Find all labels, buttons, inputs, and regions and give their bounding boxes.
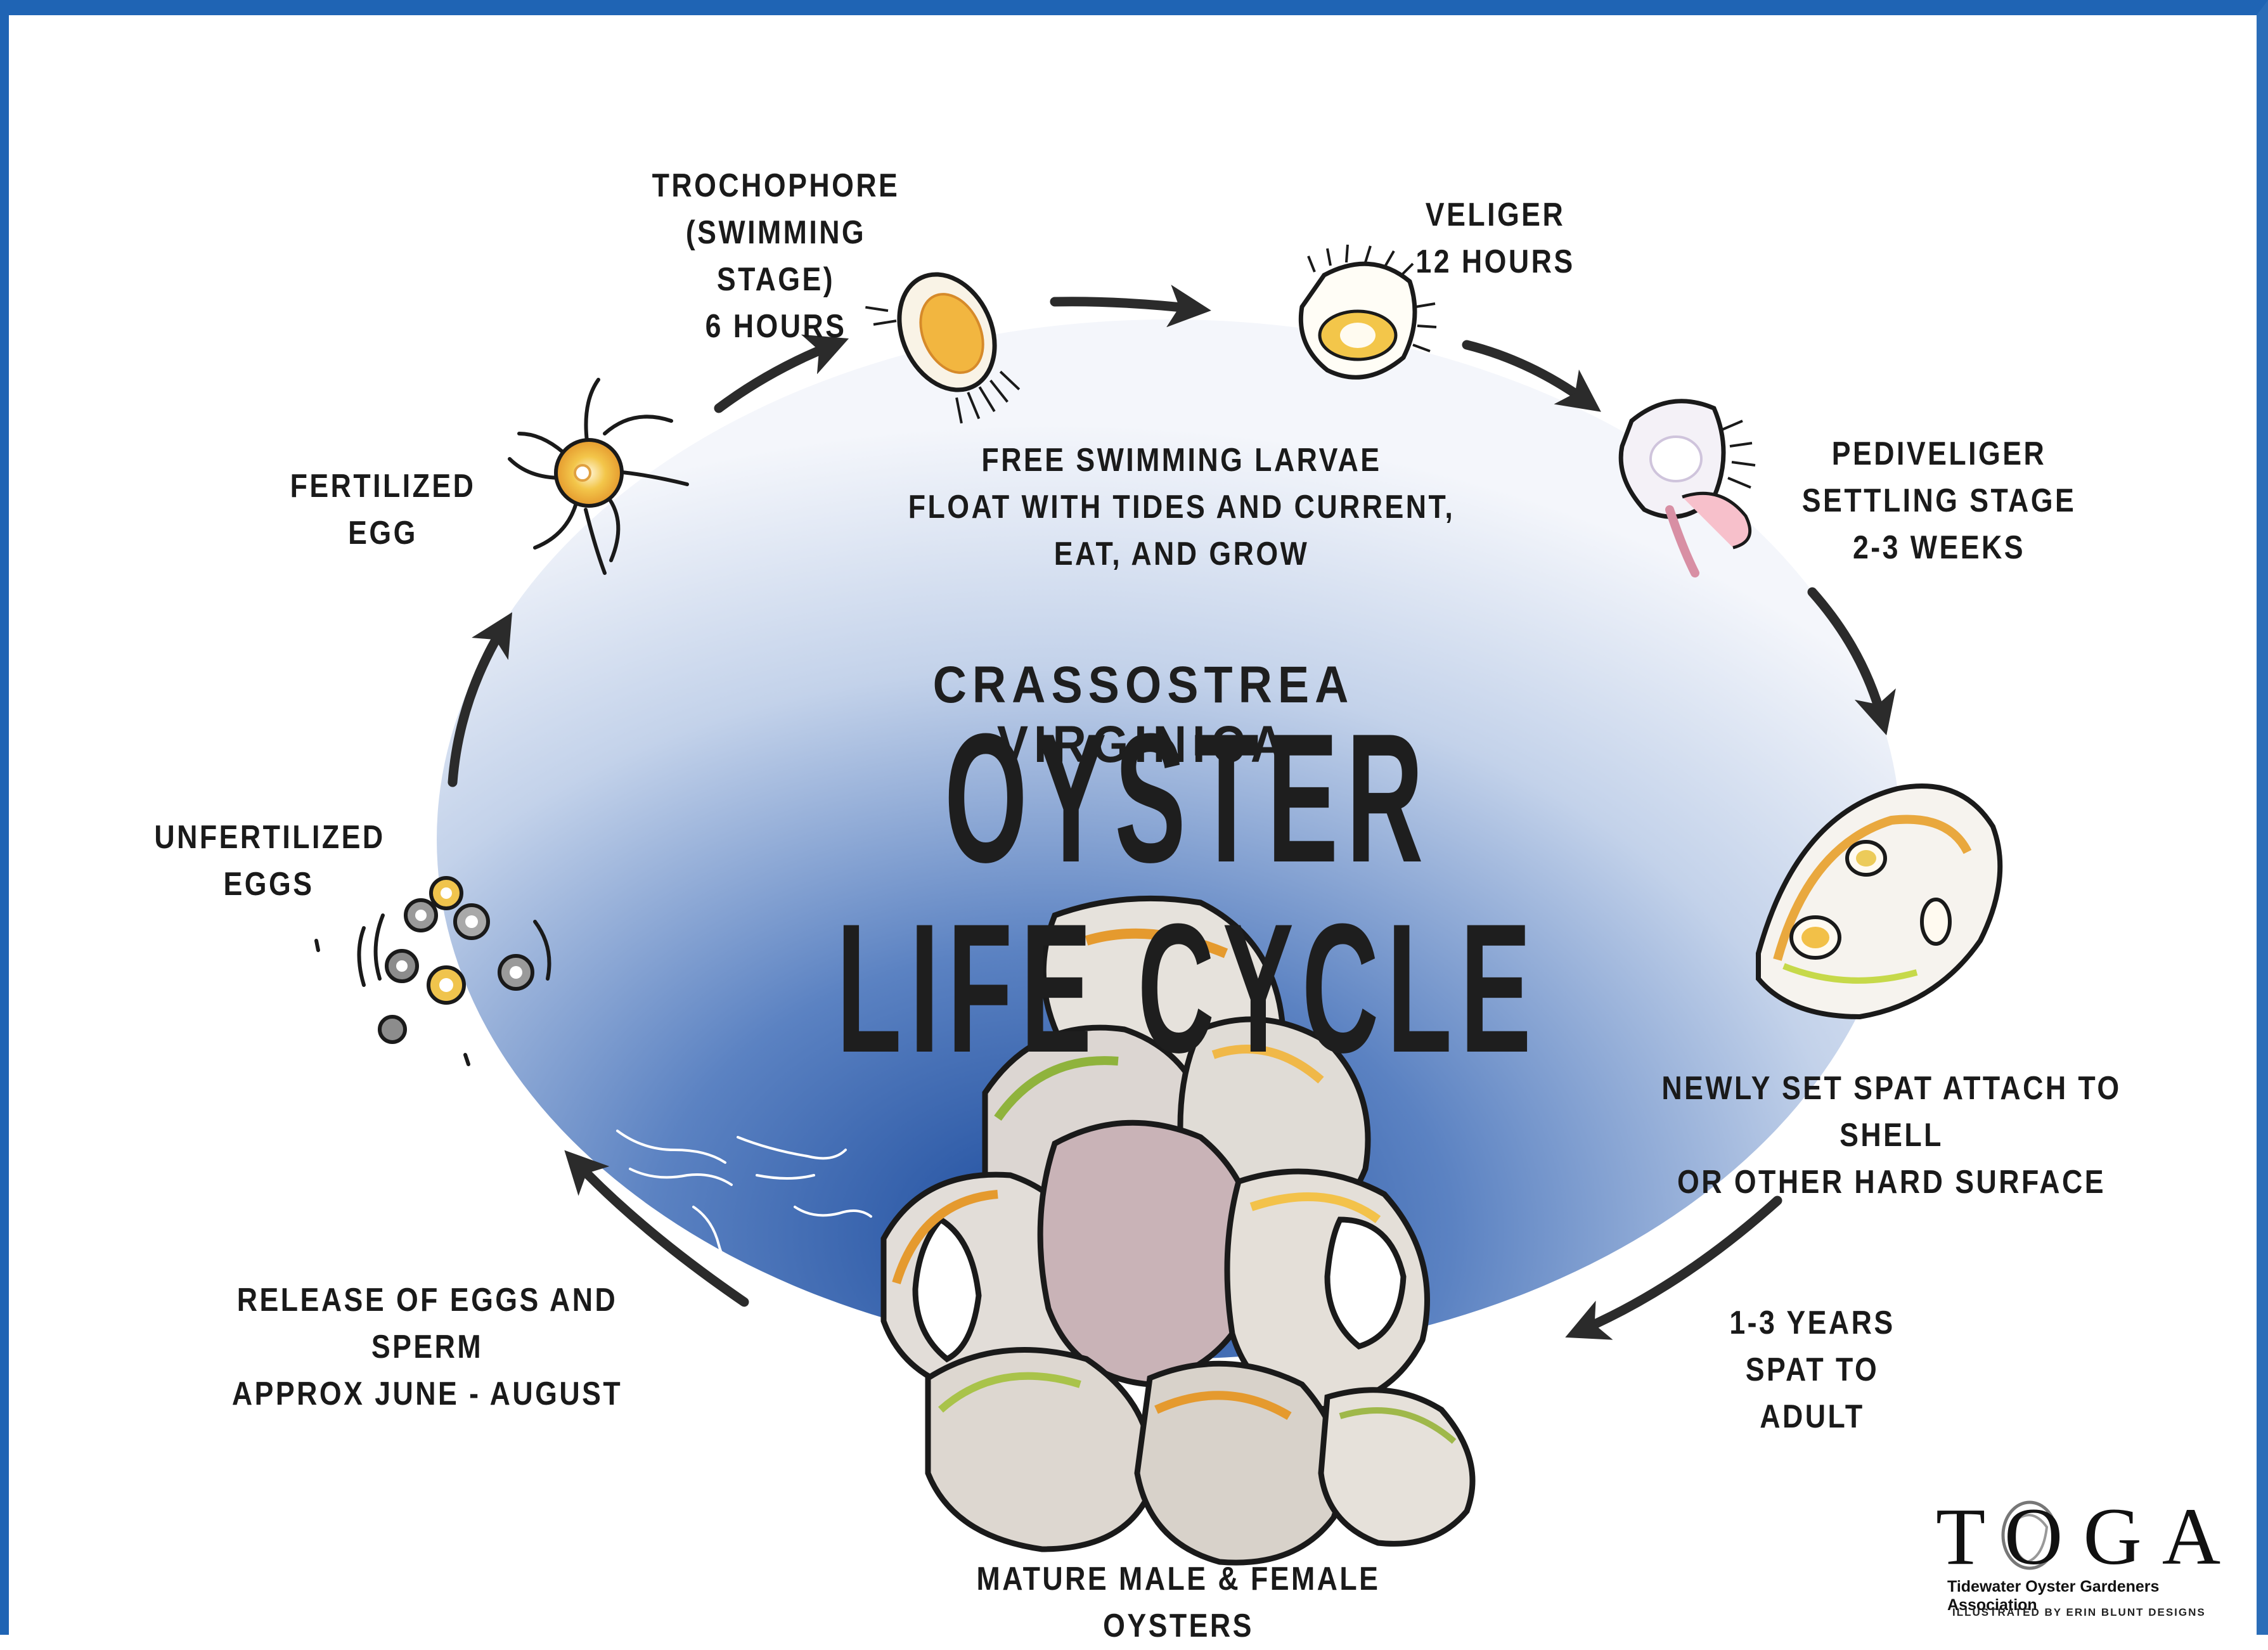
- label-free-swimming-larvae: FREE SWIMMING LARVAE FLOAT WITH TIDES AN…: [882, 437, 1481, 577]
- toga-logo-letters: TOGA: [1936, 1492, 2241, 1582]
- label-pediveliger: PEDIVELIGER SETTLING STAGE 2-3 WEEKS: [1794, 430, 2084, 571]
- toga-logo: TOGA: [1936, 1492, 2202, 1581]
- label-trochophore: TROCHOPHORE (SWIMMING STAGE) 6 HOURS: [623, 162, 929, 350]
- label-release-eggs-sperm: RELEASE OF EGGS AND SPERM APPROX JUNE - …: [203, 1277, 650, 1417]
- label-mature-oysters: MATURE MALE & FEMALE OYSTERS: [925, 1556, 1432, 1649]
- label-veliger: VELIGER 12 HOURS: [1378, 191, 1613, 285]
- label-spat-to-adult: 1-3 YEARS SPAT TO ADULT: [1690, 1299, 1935, 1440]
- illustrator-credit: ILLUSTRATED BY ERIN BLUNT DESIGNS: [1952, 1606, 2219, 1619]
- label-unfertilized-eggs: UNFERTILIZED EGGS: [154, 814, 383, 908]
- arrow-trochophore-to-veliger: [1055, 302, 1194, 309]
- label-fertilized-egg: FERTILIZED EGG: [261, 463, 506, 557]
- label-newly-set-spat: NEWLY SET SPAT ATTACH TO SHELL OR OTHER …: [1619, 1065, 2164, 1206]
- page-title: OYSTER LIFE CYCLE: [828, 703, 1549, 1083]
